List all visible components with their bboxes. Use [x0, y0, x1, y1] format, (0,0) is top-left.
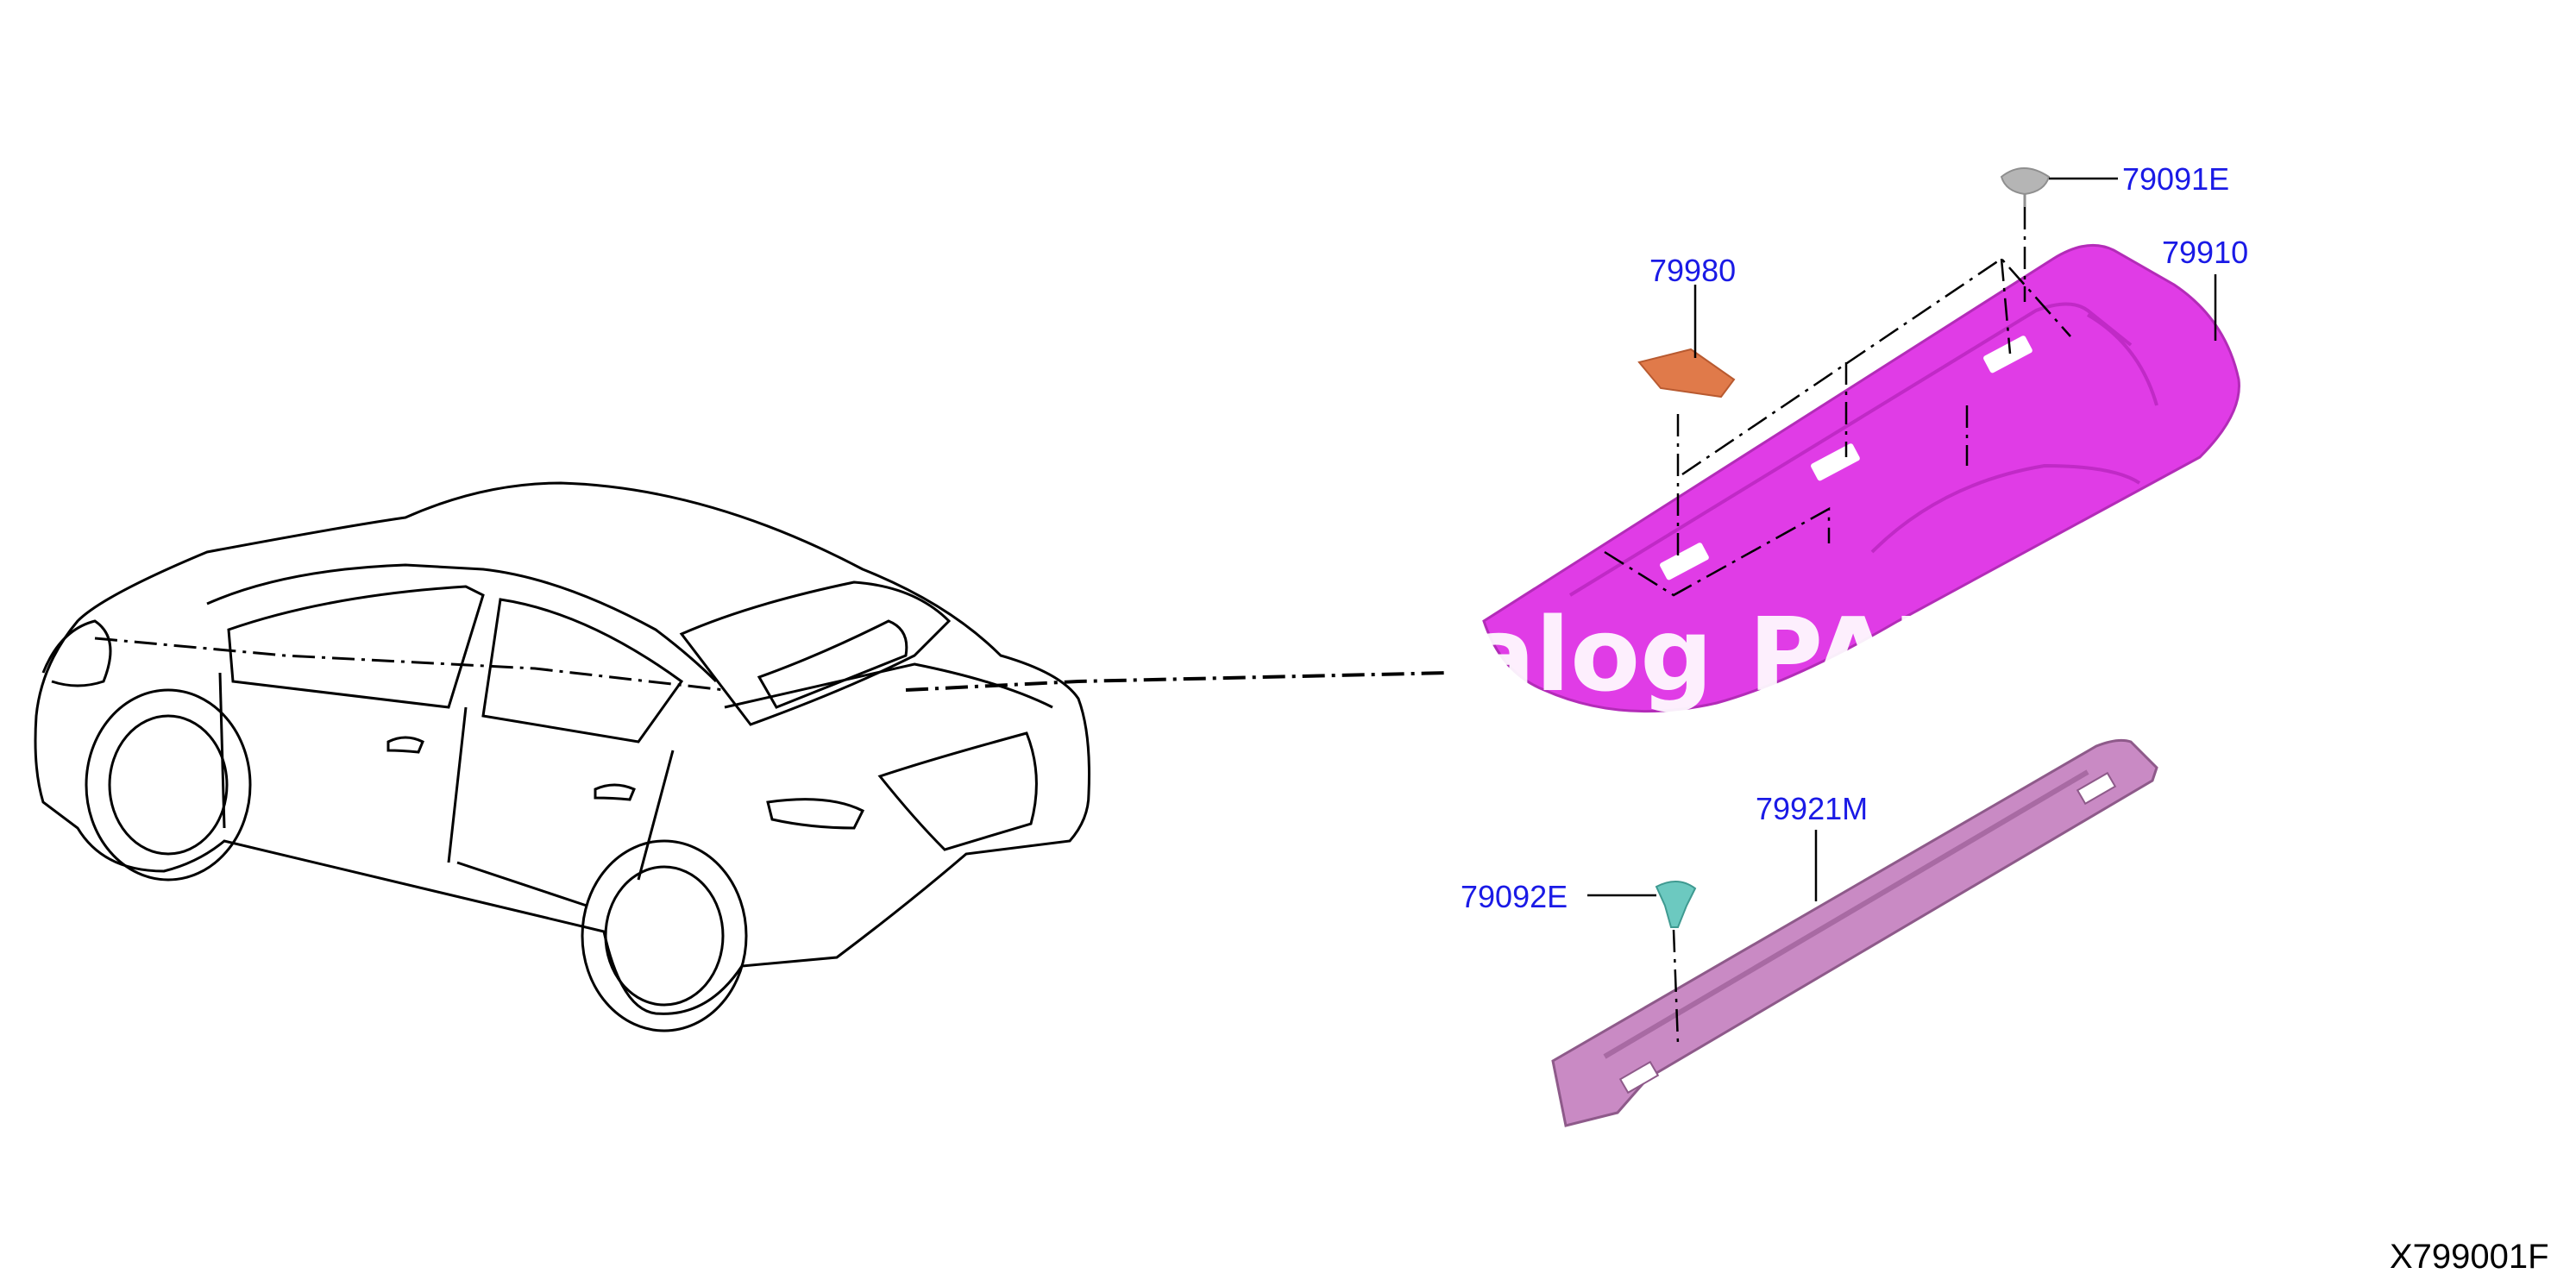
parcel-shelf-79910 [1482, 243, 2240, 713]
clip-79091e [2000, 167, 2118, 302]
part-label-79091e[interactable]: 79091E [2122, 161, 2229, 197]
tape-pad-79980 [1637, 285, 1736, 561]
part-label-79910[interactable]: 79910 [2162, 235, 2248, 270]
part-label-79980[interactable]: 79980 [1649, 253, 1736, 288]
clip-79092e [1587, 881, 1697, 1045]
part-label-79921m[interactable]: 79921M [1756, 791, 1868, 826]
vehicle-outline-illustration [34, 481, 1450, 1032]
support-bracket-79921m [1551, 738, 2158, 1127]
watermark-text: alog PART [1467, 595, 2036, 714]
part-label-79092e[interactable]: 79092E [1461, 879, 1568, 914]
illustration-code: X799001F [2390, 1238, 2549, 1276]
